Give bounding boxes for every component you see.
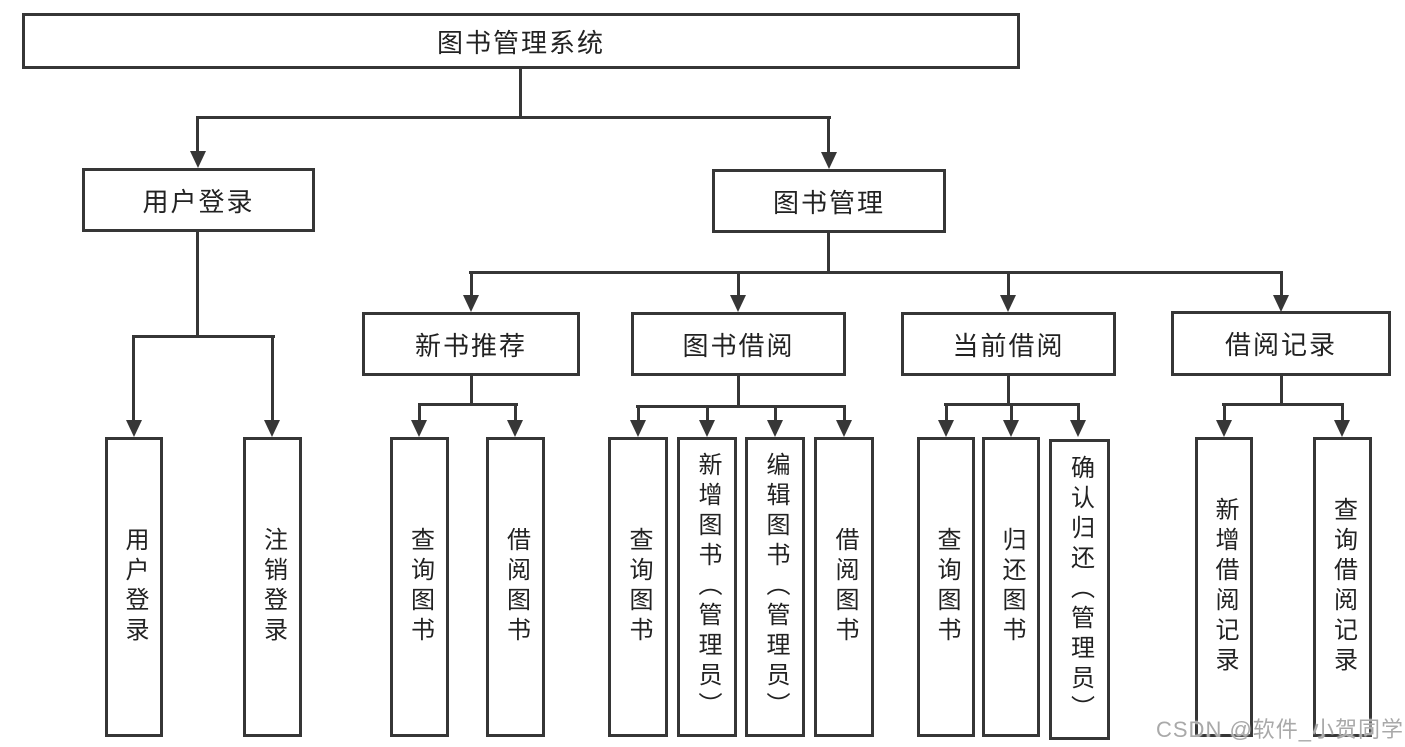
arrow-down-icon (1273, 295, 1289, 312)
connector-book-borrowing-stem (737, 375, 740, 408)
arrow-down-icon (264, 420, 280, 437)
connector-book-borrowing-split (636, 405, 846, 408)
connector-to-bb-borrow (843, 405, 846, 423)
leaf-cb-return-books: 归还图书 (982, 437, 1040, 737)
leaf-logout: 注销登录 (243, 437, 302, 737)
connector-to-borrow-records (1280, 271, 1283, 299)
connector-to-br-query (1341, 403, 1344, 423)
node-new-book-recommend: 新书推荐 (362, 312, 580, 376)
arrow-down-icon (1000, 295, 1016, 312)
connector-to-user-login (196, 117, 199, 155)
arrow-down-icon (1070, 420, 1086, 437)
leaf-nb-borrow-books: 借阅图书 (486, 437, 545, 737)
connector-current-borrowing-stem (1007, 375, 1010, 406)
arrow-down-icon (938, 420, 954, 437)
connector-user-login-split (133, 335, 275, 338)
connector-to-nb-query (418, 403, 421, 423)
connector-new-book-split (418, 403, 518, 406)
leaf-bb-borrow-books: 借阅图书 (814, 437, 874, 737)
connector-to-leaf-user-login (132, 335, 135, 423)
leaf-cb-confirm-return-admin: 确认归还（管理员） (1049, 439, 1110, 740)
arrow-down-icon (190, 151, 206, 168)
arrow-down-icon (1334, 420, 1350, 437)
node-current-borrowing: 当前借阅 (901, 312, 1116, 376)
connector-to-nb-borrow (514, 403, 517, 423)
arrow-down-icon (767, 420, 783, 437)
leaf-nb-query-books: 查询图书 (390, 437, 449, 737)
connector-to-bb-edit (774, 405, 777, 423)
connector-to-new-book (470, 271, 473, 299)
leaf-br-query-record: 查询借阅记录 (1313, 437, 1372, 737)
arrow-down-icon (463, 295, 479, 312)
arrow-down-icon (730, 295, 746, 312)
leaf-user-login: 用户登录 (105, 437, 163, 737)
node-book-management: 图书管理 (712, 169, 946, 233)
leaf-cb-query-books: 查询图书 (917, 437, 975, 737)
connector-borrow-records-stem (1280, 375, 1283, 406)
node-book-borrowing: 图书借阅 (631, 312, 846, 376)
connector-to-cb-return (1010, 403, 1013, 423)
arrow-down-icon (821, 152, 837, 169)
leaf-br-add-record: 新增借阅记录 (1195, 437, 1253, 737)
node-library-system: 图书管理系统 (22, 13, 1020, 69)
connector-root-stem (519, 69, 522, 117)
node-borrow-records: 借阅记录 (1171, 311, 1391, 376)
arrow-down-icon (630, 420, 646, 437)
leaf-bb-query-books: 查询图书 (608, 437, 668, 737)
node-user-login: 用户登录 (82, 168, 315, 232)
connector-to-cb-query (945, 403, 948, 423)
connector-to-book-borrowing (737, 271, 740, 299)
connector-to-current-borrowing (1007, 271, 1010, 299)
arrow-down-icon (411, 420, 427, 437)
connector-book-management-split (469, 271, 1283, 274)
connector-to-cb-confirm (1077, 403, 1080, 423)
arrow-down-icon (507, 420, 523, 437)
arrow-down-icon (699, 420, 715, 437)
watermark: CSDN @软件_小贺同学 (1156, 717, 1405, 742)
connector-to-br-add (1223, 403, 1226, 423)
connector-to-leaf-logout (271, 335, 274, 423)
connector-user-login-stem (196, 232, 199, 336)
connector-to-bb-add (706, 405, 709, 423)
connector-root-split (196, 116, 831, 119)
connector-to-bb-query (637, 405, 640, 423)
arrow-down-icon (1003, 420, 1019, 437)
connector-borrow-records-split (1222, 403, 1344, 406)
arrow-down-icon (126, 420, 142, 437)
connector-new-book-stem (470, 375, 473, 406)
connector-to-book-management (827, 117, 830, 156)
arrow-down-icon (836, 420, 852, 437)
connector-book-management-stem (827, 233, 830, 274)
leaf-bb-edit-books-admin: 编辑图书（管理员） (745, 437, 805, 737)
arrow-down-icon (1216, 420, 1232, 437)
leaf-bb-add-books-admin: 新增图书（管理员） (677, 437, 737, 737)
